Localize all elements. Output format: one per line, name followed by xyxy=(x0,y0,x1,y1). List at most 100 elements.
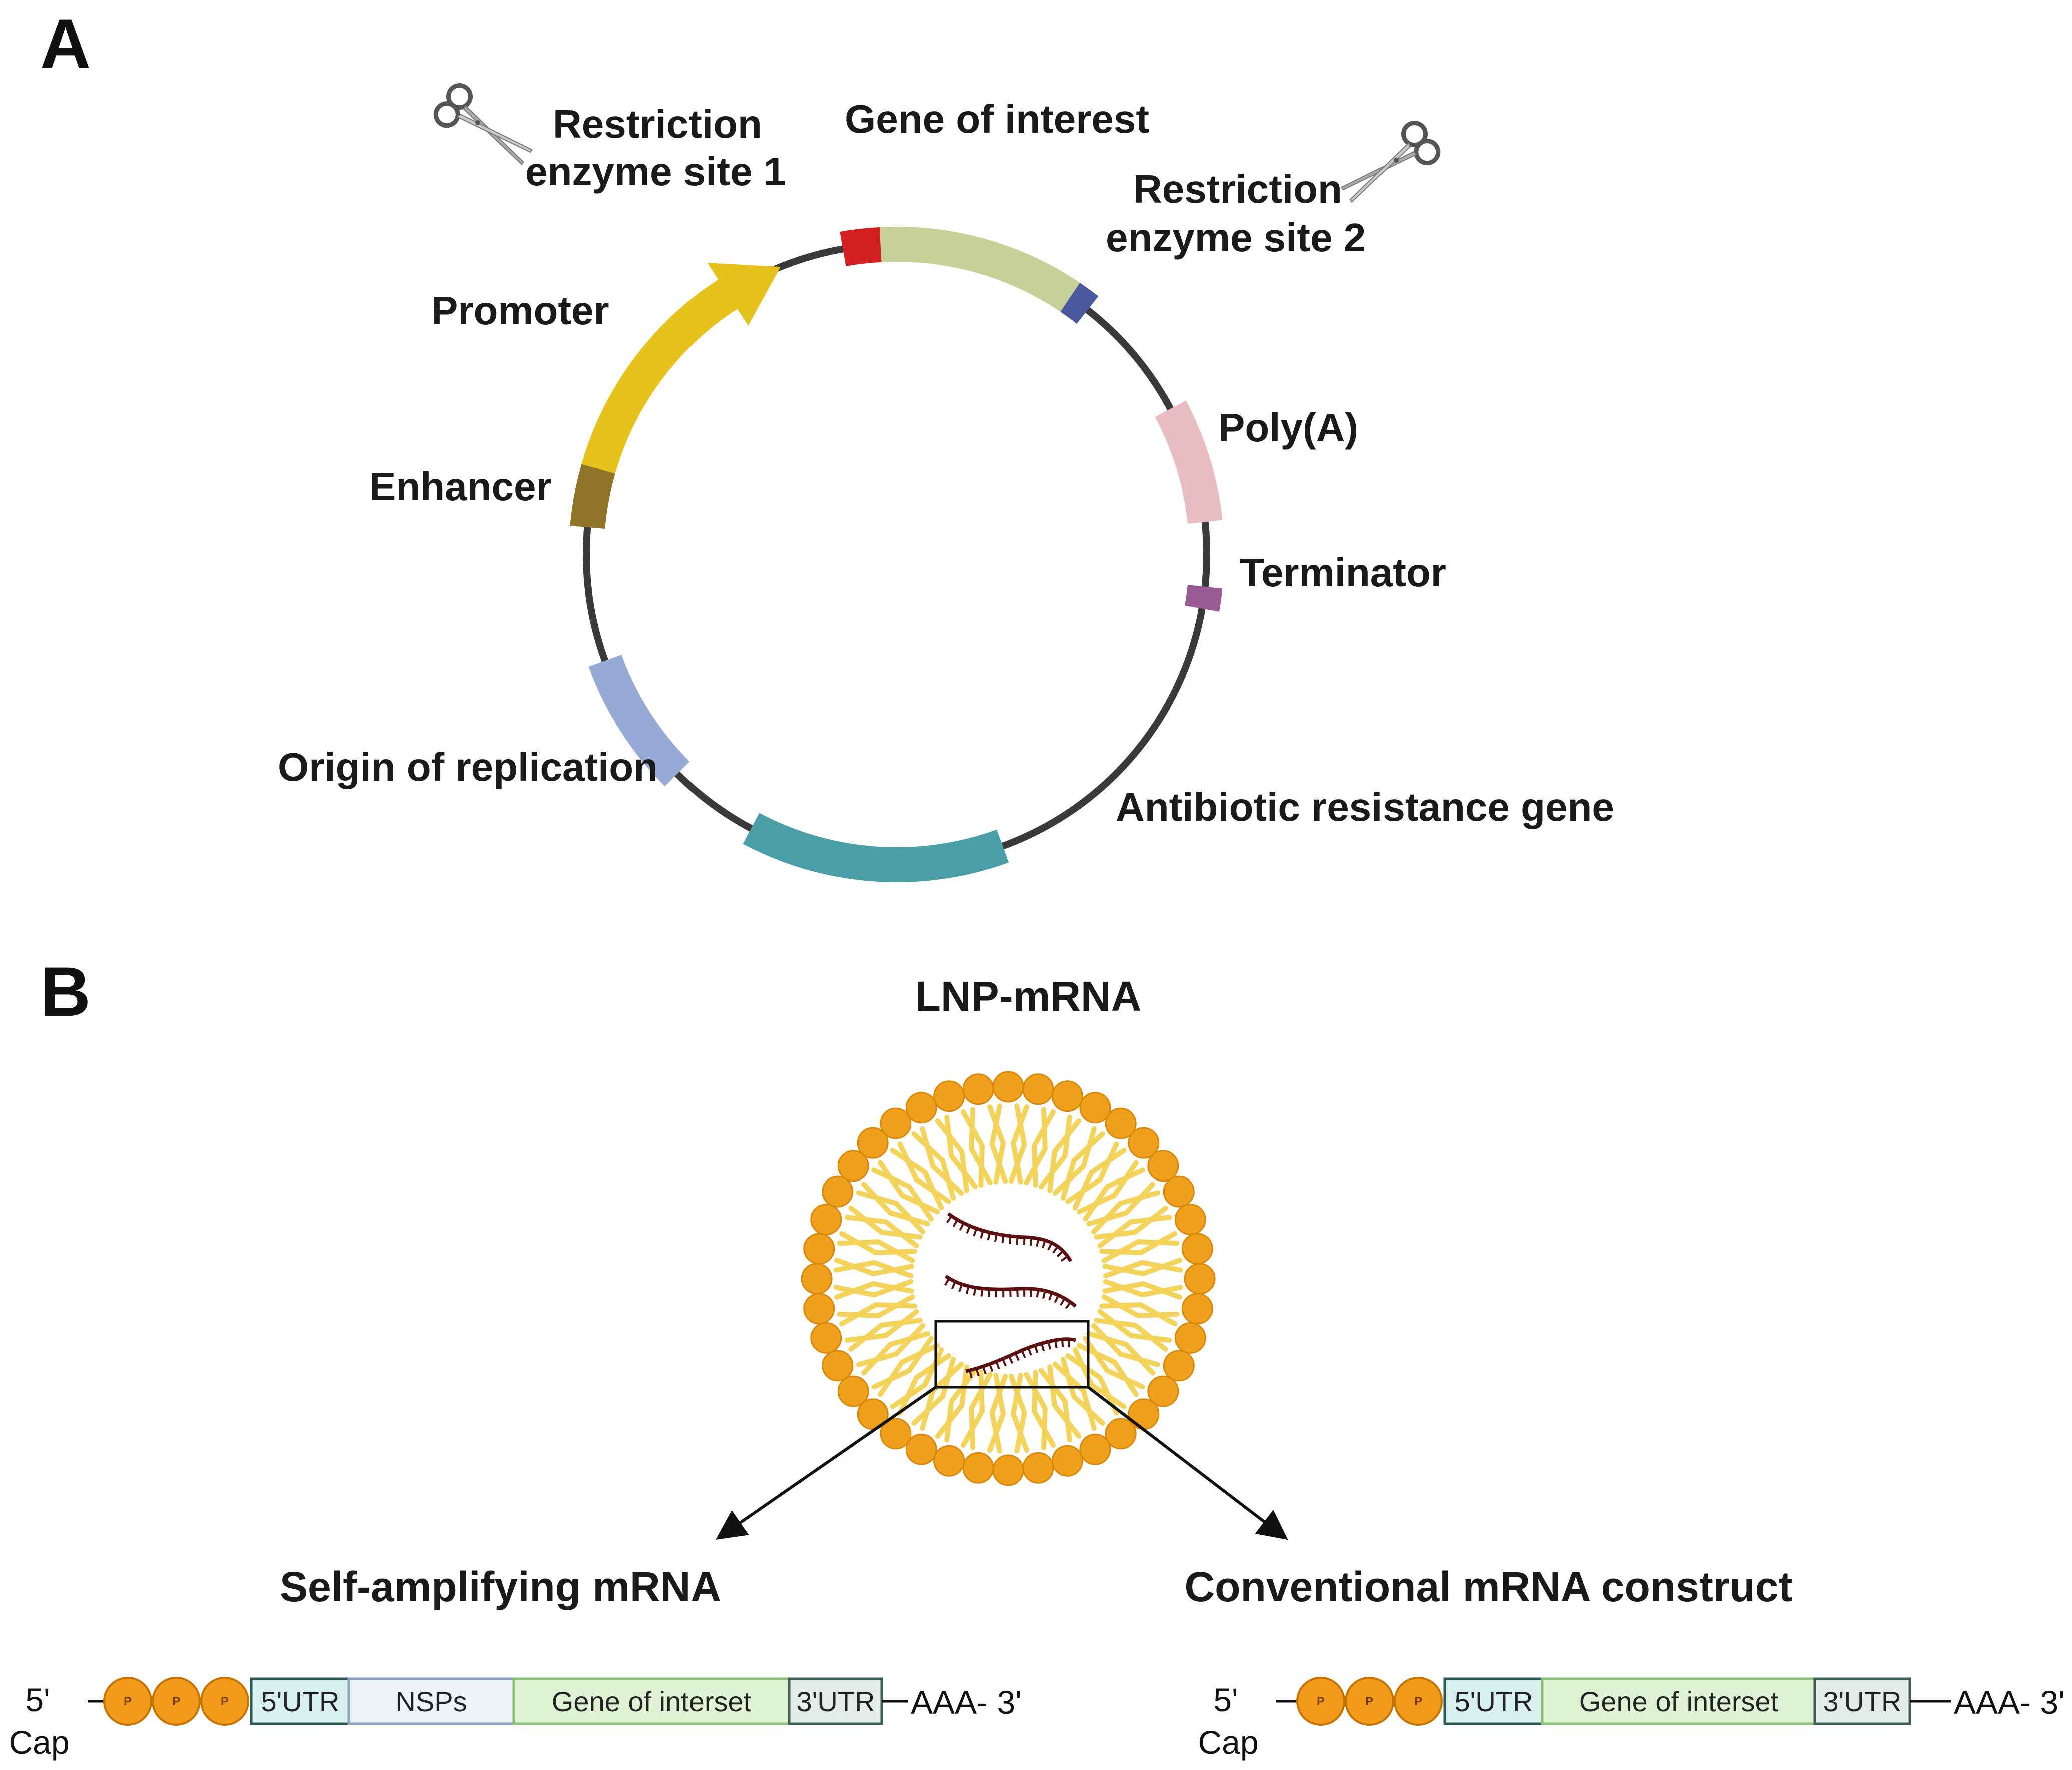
nucleotide-tick xyxy=(968,1370,973,1379)
phosphate-label: P xyxy=(172,1695,180,1708)
nucleotide-tick xyxy=(980,1230,984,1239)
lipid-tail xyxy=(960,1370,985,1448)
label-enhancer: Enhancer xyxy=(369,464,552,509)
nucleotide-tick xyxy=(1029,1237,1033,1246)
nucleotide-tick xyxy=(973,1287,977,1296)
lipid-head-icon xyxy=(810,1204,842,1236)
lipid-tail xyxy=(1032,1109,1056,1188)
phosphate-label: P xyxy=(1317,1695,1325,1708)
lipid-tail xyxy=(1060,1131,1105,1201)
nucleotide-tick xyxy=(987,1232,991,1241)
phosphate-icon xyxy=(103,1677,152,1726)
nucleotide-tick xyxy=(965,1286,970,1294)
mrna-strand xyxy=(965,1337,1077,1373)
lipid-tail xyxy=(935,1364,969,1439)
lipid-tail xyxy=(1094,1318,1168,1352)
segment-5utr-label: 5'UTR xyxy=(261,1686,340,1717)
lipid-tail xyxy=(1101,1239,1180,1263)
phosphate-label: P xyxy=(1414,1695,1422,1708)
mrna-strand xyxy=(944,1275,1077,1308)
lipid-tail xyxy=(911,1357,956,1426)
lipid-head-icon xyxy=(1174,1322,1206,1354)
lipid-head-icon xyxy=(1163,1175,1195,1208)
lipid-head-icon xyxy=(1105,1107,1137,1139)
segment-5utr xyxy=(1443,1677,1544,1725)
nucleotide-tick xyxy=(1016,1289,1019,1297)
segment-5utr-label: 5'UTR xyxy=(1455,1686,1533,1717)
lipid-head-icon xyxy=(801,1263,833,1295)
panel-a-letter: A xyxy=(40,4,91,83)
scissors-icon xyxy=(433,83,533,166)
lipid-tail xyxy=(871,1336,934,1390)
phosphate-icon xyxy=(1296,1677,1345,1726)
cap-5prime: 5' xyxy=(1213,1681,1238,1718)
lipid-tail xyxy=(1102,1281,1183,1300)
lipid-head-icon xyxy=(810,1322,842,1354)
label-restriction-site-2-line2: enzyme site 2 xyxy=(1106,215,1366,260)
lipid-head-icon xyxy=(1022,1073,1054,1105)
lipid-tail xyxy=(839,1231,917,1255)
label-terminator: Terminator xyxy=(1240,550,1446,595)
lipid-tail xyxy=(987,1104,1006,1185)
phosphate-group: P P P xyxy=(103,1677,249,1726)
lipid-head-icon xyxy=(822,1175,854,1208)
segment-3utr-label: 3'UTR xyxy=(797,1686,875,1717)
segment-restriction-site-1 xyxy=(840,227,882,266)
nucleotide-tick xyxy=(1036,1238,1040,1247)
lipid-tail xyxy=(1083,1167,1145,1222)
scissors-icon xyxy=(1340,121,1441,203)
segment-gene xyxy=(1541,1677,1816,1725)
segment-gene-label: Gene of interset xyxy=(1579,1686,1779,1717)
lnp-mrna-title: LNP-mRNA xyxy=(915,973,1142,1020)
nucleotide-tick xyxy=(1001,1358,1007,1367)
lipid-head-icon xyxy=(1051,1080,1083,1112)
nucleotide-tick xyxy=(1036,1289,1039,1298)
nucleotide-tick xyxy=(980,1288,984,1297)
nucleotide-tick xyxy=(1023,1237,1026,1245)
lipid-head-icon xyxy=(1079,1092,1111,1124)
lipid-tail xyxy=(1086,1331,1155,1376)
nucleotide-tick xyxy=(1065,1301,1072,1310)
segment-gene-of-interest xyxy=(857,227,1080,312)
nucleotide-tick xyxy=(982,1366,987,1375)
nucleotide-tick xyxy=(1021,1350,1026,1358)
lipid-tail xyxy=(1024,1372,1048,1450)
lipid-head-icon xyxy=(803,1233,835,1265)
nucleotide-tick xyxy=(1054,1295,1060,1303)
conventional-construct: 5' Cap P P P 5'UTR Gene of interset 3'UT… xyxy=(1198,1677,2065,1761)
label-antibiotic-resistance-gene: Antibiotic resistance gene xyxy=(1116,785,1614,829)
nucleotide-tick xyxy=(946,1215,953,1224)
lipid-head-icon xyxy=(905,1092,937,1124)
nucleotide-tick xyxy=(1034,1345,1039,1354)
lipid-tail xyxy=(1047,1118,1082,1193)
nucleotide-tick xyxy=(1014,1353,1020,1361)
lipid-tail xyxy=(1099,1302,1178,1327)
lipid-head-icon xyxy=(1079,1433,1111,1465)
nucleotide-tick xyxy=(1008,1236,1012,1244)
nucleotide-tick xyxy=(959,1222,965,1231)
mrna-strand xyxy=(947,1212,1073,1262)
nucleotide-tick xyxy=(1060,1255,1068,1262)
lipid-tail xyxy=(1076,1343,1139,1397)
lipid-tail xyxy=(1010,1104,1029,1185)
lipid-tail xyxy=(878,1160,940,1215)
arrow-to-self-amplifying xyxy=(716,1386,937,1540)
cap-label: Cap xyxy=(1198,1724,1258,1761)
lipid-tail xyxy=(920,1126,964,1196)
segment-restriction-site-2 xyxy=(1060,282,1099,324)
nucleotide-tick xyxy=(1008,1355,1013,1364)
panel-b-letter: B xyxy=(40,952,91,1031)
segment-nsps-label: NSPs xyxy=(395,1686,467,1717)
zoom-box xyxy=(934,1320,1090,1389)
lipid-tail xyxy=(1072,1148,1127,1211)
lipid-head-icon xyxy=(1163,1350,1195,1382)
segment-poly-a xyxy=(1155,400,1223,524)
nucleotide-tick xyxy=(1048,1292,1053,1301)
nucleotide-tick xyxy=(995,1361,1000,1370)
polya-tail: AAA- 3' xyxy=(911,1684,1022,1721)
label-restriction-site-2-line1: Restriction xyxy=(1133,167,1342,211)
lipid-tail xyxy=(1052,1362,1097,1431)
lipid-head-icon xyxy=(1051,1445,1083,1477)
nucleotide-tick xyxy=(1042,1290,1046,1299)
lipid-tail xyxy=(844,1309,919,1343)
